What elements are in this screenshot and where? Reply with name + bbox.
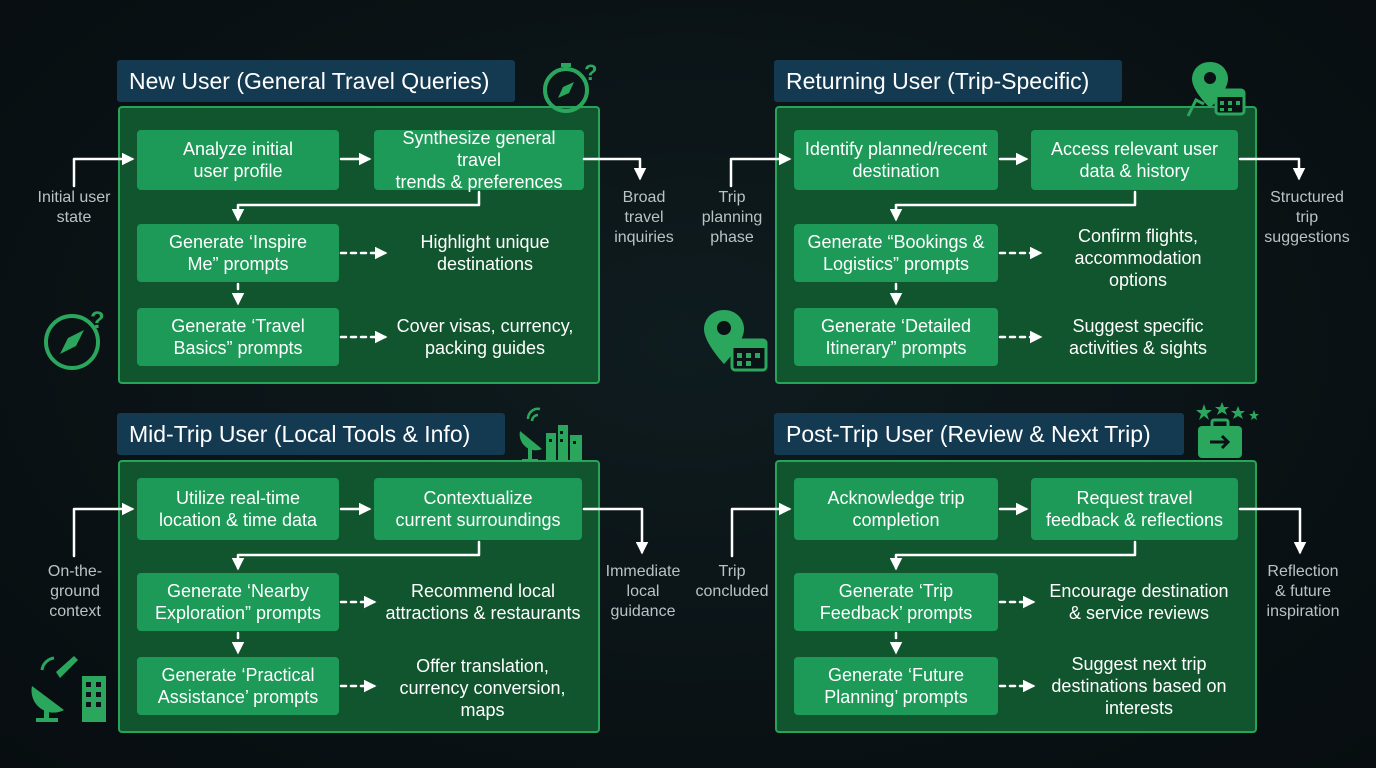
- step-practical-prompts: Generate ‘Practical Assistance’ prompts: [137, 657, 339, 715]
- panel-title: Mid-Trip User (Local Tools & Info): [117, 413, 505, 455]
- panel-title: Post-Trip User (Review & Next Trip): [774, 413, 1184, 455]
- arrow-output: [1238, 157, 1306, 181]
- arrow-input: [72, 502, 135, 558]
- output-label: Broad travel inquiries: [614, 189, 674, 246]
- step-identify-destination: Identify planned/recent destination: [794, 130, 998, 190]
- arrow-step2-step3: [231, 190, 481, 222]
- compass-question-icon: ?: [44, 307, 105, 370]
- output-label: Reflection & future inspiration: [1266, 563, 1340, 620]
- arrow-input: [72, 152, 135, 188]
- panel-title: New User (General Travel Queries): [117, 60, 515, 102]
- arrow-input: [729, 152, 792, 188]
- svg-text:?: ?: [90, 307, 105, 334]
- suitcase-stars-icon: [1196, 402, 1259, 458]
- svg-text:?: ?: [584, 60, 597, 85]
- input-label: Trip planning phase: [701, 189, 763, 246]
- input-label: Initial user state: [37, 189, 111, 226]
- arrow-output: [1238, 507, 1307, 555]
- arrow-step2-step3: [889, 190, 1137, 222]
- step-analyze-profile: Analyze initial user profile: [137, 130, 339, 190]
- note-unique-destinations: Highlight unique destinations: [420, 232, 550, 274]
- step-contextualize: Contextualize current surroundings: [374, 478, 582, 540]
- input-label: On-the- ground context: [47, 563, 103, 620]
- arrow-output: [582, 157, 647, 181]
- step-future-planning-prompts: Generate ‘Future Planning’ prompts: [794, 657, 998, 715]
- output-label: Immediate local guidance: [605, 563, 681, 620]
- arrow-step2-step3: [231, 540, 481, 571]
- step-synthesize-trends: Synthesize general travel trends & prefe…: [374, 128, 584, 192]
- arrow-input: [730, 502, 792, 558]
- note-visas-currency: Cover visas, currency, packing guides: [396, 316, 574, 358]
- arrow-step2-step3: [889, 540, 1137, 571]
- step-nearby-prompts: Generate ‘Nearby Exploration” prompts: [137, 573, 339, 631]
- step-realtime-data: Utilize real-time location & time data: [137, 478, 339, 540]
- note-destination-reviews: Encourage destination & service reviews: [1049, 581, 1229, 623]
- arrow-output: [582, 507, 649, 555]
- output-label: Structured trip suggestions: [1264, 189, 1350, 246]
- step-request-feedback: Request travel feedback & reflections: [1031, 478, 1238, 540]
- step-access-user-data: Access relevant user data & history: [1031, 130, 1238, 190]
- step-travel-basics-prompts: Generate ‘Travel Basics” prompts: [137, 308, 339, 366]
- step-feedback-prompts: Generate ‘Trip Feedback’ prompts: [794, 573, 998, 631]
- map-pin-calendar-icon: [704, 310, 768, 372]
- note-activities-sights: Suggest specific activities & sights: [1068, 316, 1208, 358]
- step-acknowledge: Acknowledge trip completion: [794, 478, 998, 540]
- step-itinerary-prompts: Generate ‘Detailed Itinerary” prompts: [794, 308, 998, 366]
- note-local-attractions: Recommend local attractions & restaurant…: [385, 581, 581, 623]
- compass-question-icon: ?: [543, 60, 597, 113]
- map-pin-calendar-icon: [1186, 62, 1246, 117]
- input-label: Trip concluded: [695, 563, 769, 600]
- note-translation: Offer translation, currency conversion, …: [399, 656, 566, 720]
- satellite-city-icon: [519, 407, 582, 462]
- step-inspire-prompts: Generate ‘Inspire Me” prompts: [137, 224, 339, 282]
- satellite-city-icon: [31, 656, 106, 722]
- note-confirm-flights: Confirm flights, accommodation options: [1074, 226, 1202, 290]
- panel-title: Returning User (Trip-Specific): [774, 60, 1122, 102]
- note-next-trip: Suggest next trip destinations based on …: [1051, 654, 1227, 718]
- step-bookings-prompts: Generate “Bookings & Logistics” prompts: [794, 224, 998, 282]
